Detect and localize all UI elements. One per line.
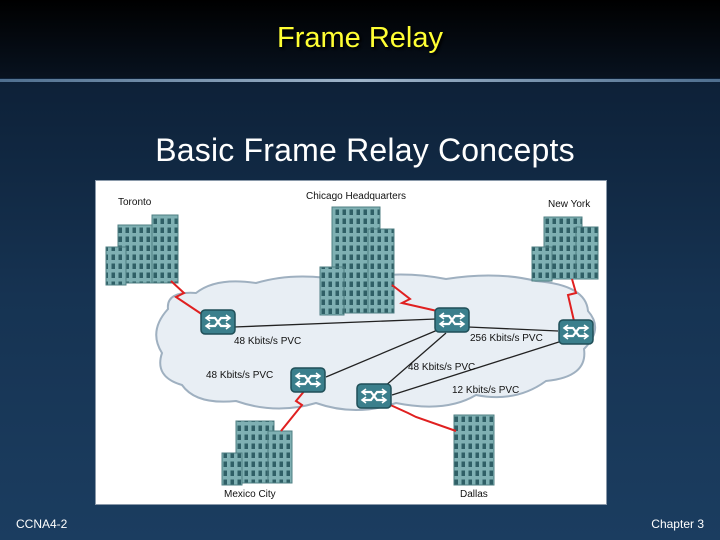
- slide-subtitle: Basic Frame Relay Concepts: [155, 132, 575, 168]
- chicago-access-link: [391, 284, 447, 314]
- label-toronto: Toronto: [118, 197, 152, 208]
- new-york-access-link: [566, 278, 578, 322]
- pvc-label-toronto-chicago: 48 Kbits/s PVC: [234, 336, 301, 347]
- title-separator: [0, 79, 720, 82]
- frame-relay-diagram: Toronto Chicago Headquarters New York Me…: [95, 180, 607, 505]
- label-dallas: Dallas: [460, 489, 488, 500]
- footer-course: CCNA4-2: [16, 517, 68, 531]
- frame-relay-cloud: [155, 273, 596, 411]
- title-bar: [0, 0, 720, 78]
- dallas-building-icon: [453, 414, 495, 486]
- label-chicago: Chicago Headquarters: [306, 191, 406, 202]
- pvc-line-dallas-newyork: [391, 340, 563, 396]
- pvc-line-chicago-newyork: [467, 326, 559, 332]
- chicago-building-icon: [319, 206, 395, 316]
- pvc-label-dallas-newyork: 12 Kbits/s PVC: [452, 385, 519, 396]
- toronto-building-icon: [105, 214, 179, 286]
- pvc-line-dallas-chicago: [383, 332, 447, 388]
- switch-chicago-icon: [434, 307, 470, 333]
- pvc-label-mexico-chicago: 48 Kbits/s PVC: [206, 370, 273, 381]
- new-york-building-icon: [531, 216, 599, 282]
- footer-chapter: Chapter 3: [651, 517, 704, 531]
- pvc-label-chicago-newyork: 256 Kbits/s PVC: [470, 333, 543, 344]
- switch-dallas-icon: [356, 383, 392, 409]
- mexico-city-building-icon: [221, 420, 293, 486]
- pvc-line-toronto-chicago: [233, 318, 437, 328]
- switch-new-york-icon: [558, 319, 594, 345]
- toronto-access-link: [170, 280, 207, 318]
- switch-toronto-icon: [200, 309, 236, 335]
- pvc-label-dallas-chicago: 48 Kbits/s PVC: [408, 362, 475, 373]
- label-new-york: New York: [548, 199, 591, 210]
- switch-mexico-city-icon: [290, 367, 326, 393]
- label-mexico-city: Mexico City: [224, 489, 276, 500]
- pvc-line-mexico-chicago: [325, 328, 441, 378]
- dallas-access-link: [385, 402, 457, 432]
- slide-title: Frame Relay: [277, 22, 443, 54]
- mexico-city-access-link: [280, 388, 307, 432]
